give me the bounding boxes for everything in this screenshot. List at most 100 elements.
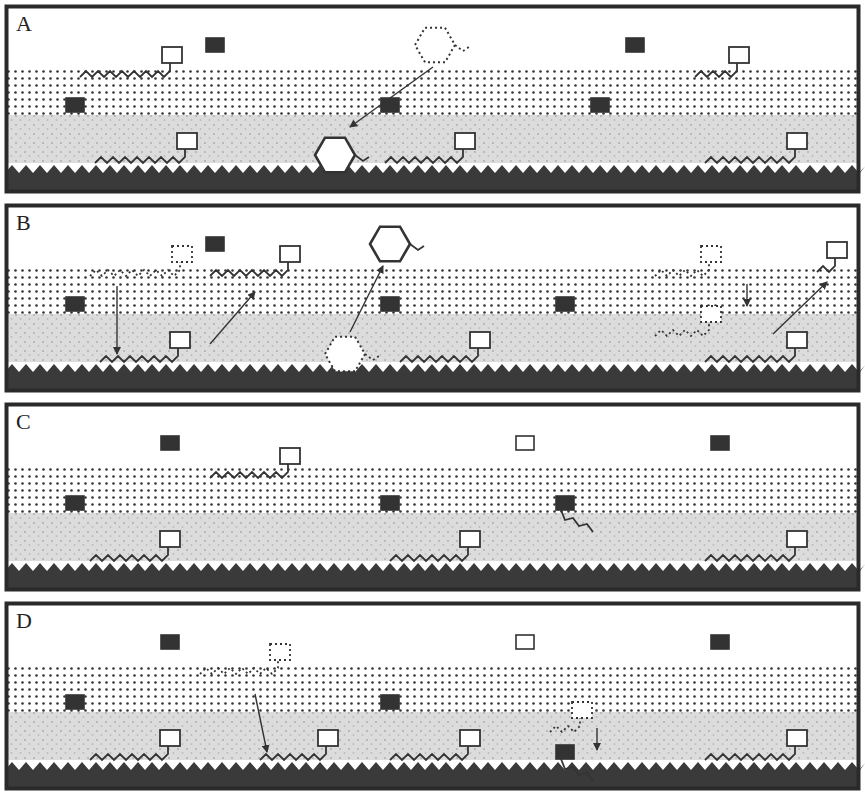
filled-square [381,297,399,311]
ring-outline [370,227,410,262]
lipid-head [170,332,190,348]
ring-outline [315,138,355,173]
lipid-molecule [210,448,300,478]
panel-border [7,604,859,789]
movement-arrow [350,266,383,332]
lipid-head [177,133,197,149]
filled-square [161,436,179,450]
movement-arrow [255,694,267,752]
lipid-head [270,644,290,660]
lipid-tail [385,149,463,163]
lipid-molecule [705,730,807,760]
lipid-molecule [550,702,592,732]
movement-arrow [210,292,255,344]
dotted-layer [5,465,860,513]
lipid-molecule [400,332,490,362]
lipid-tail [100,348,178,362]
lipid-molecule [90,531,180,561]
lipid-molecule [200,644,290,674]
ring-tail [410,244,424,250]
filled-square [66,496,84,510]
panel-letter: B [14,212,33,234]
movement-arrow [116,286,117,354]
sawtooth-base [5,762,865,790]
lipid-tail [550,718,580,732]
panel-letter: C [14,411,33,433]
lipid-head [572,702,592,718]
lipid-tail [90,746,168,760]
membrane-panel [5,403,865,591]
lipid-head [470,332,490,348]
ring-molecule [370,227,424,262]
lipid-head [460,531,480,547]
panel-letter: A [14,13,34,35]
filled-square [381,496,399,510]
lipid-head [460,730,480,746]
lipid-head [827,242,847,258]
filled-square [206,237,224,251]
panel-border [7,206,859,391]
filled-square [66,297,84,311]
lipid-tail [260,746,326,760]
open-square [516,635,534,649]
filled-square [66,695,84,709]
lipid-tail [210,464,288,478]
filled-square [711,436,729,450]
movement-arrow [596,728,597,750]
lipid-head [172,246,192,262]
filled-square [711,635,729,649]
lipid-tail [95,149,185,163]
lipid-head [787,133,807,149]
bent-tail [561,510,593,532]
lipid-tail [705,348,795,362]
lipid-head [162,47,182,63]
dotted-layer [5,266,860,314]
lipid-tail [390,547,468,561]
lipid-molecule [705,332,807,362]
lipid-tail [400,348,478,362]
lipid-head [787,531,807,547]
lipid-head [729,47,749,63]
lipid-head [455,133,475,149]
panel-border [7,405,859,590]
movement-arrow [350,67,433,127]
lipid-molecule [695,47,749,77]
lipid-tail [655,322,709,336]
lipid-molecule [655,246,721,276]
lipid-tail [90,547,168,561]
panel-letter: D [14,610,34,632]
movement-arrow [773,282,827,334]
lipid-tail [90,262,180,276]
panel-border [7,7,859,192]
lipid-tail [80,63,170,77]
lipid-tail [705,149,795,163]
lipid-tail [390,746,468,760]
lipid-tail [817,258,835,272]
sawtooth-base [5,165,865,193]
filled-square [206,38,224,52]
filled-square [591,98,609,112]
open-square [516,436,534,450]
lipid-head [160,730,180,746]
lipid-tail [705,547,795,561]
filled-square [161,635,179,649]
lipid-molecule [705,531,807,561]
lipid-molecule [655,306,721,336]
ring-molecule [415,28,469,63]
ring-outline [415,28,455,63]
membrane-panel [5,602,865,790]
stippled-layer [5,712,860,760]
ring-tail [355,155,369,161]
lipid-molecule [95,133,197,163]
filled-square [556,297,574,311]
lipid-head [701,246,721,262]
sawtooth-base [5,364,865,392]
movement-arrow [746,284,747,306]
filled-square [66,98,84,112]
lipid-tail [695,63,737,77]
dotted-layer [5,664,860,712]
panel-ground [5,403,860,591]
lipid-molecule [80,47,182,77]
